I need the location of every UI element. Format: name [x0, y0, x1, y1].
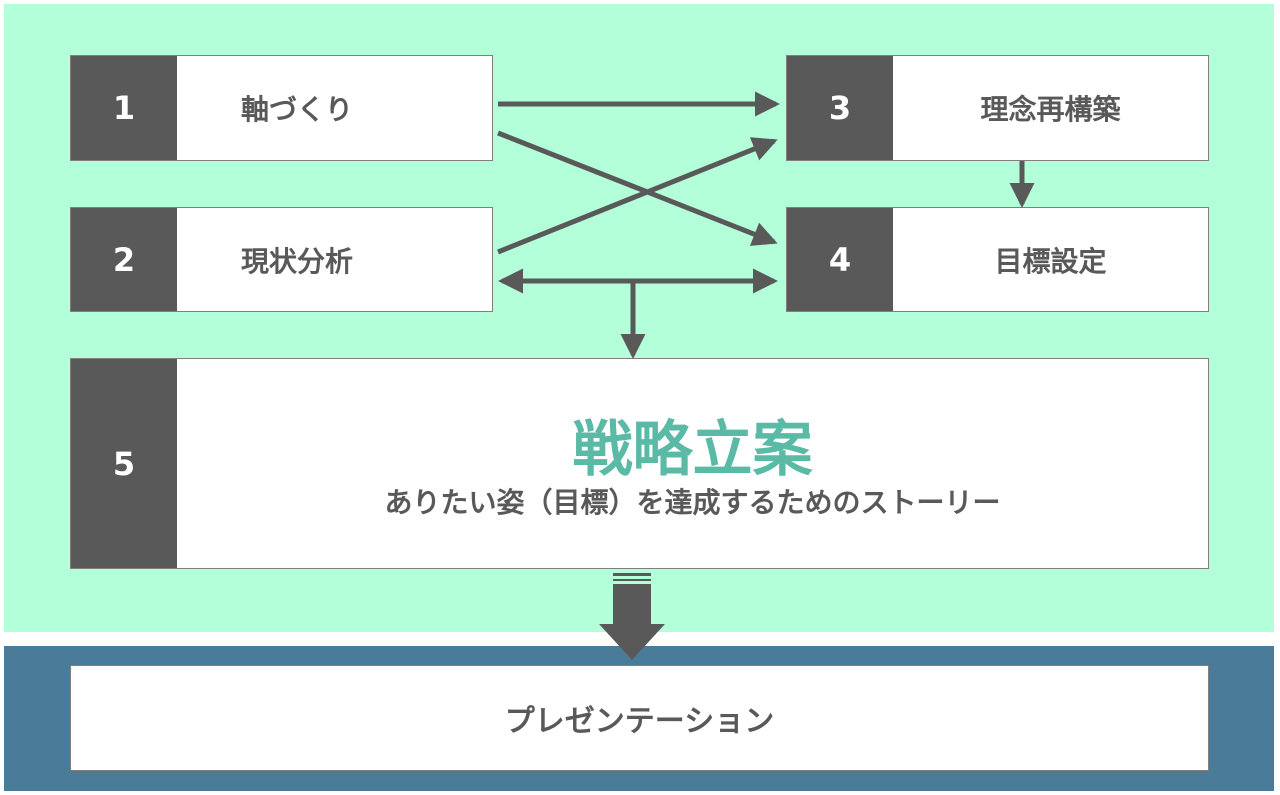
arrow-2-to-3 — [497, 137, 778, 255]
presentation-box: プレゼンテーション — [70, 665, 1209, 771]
step-3-box: 3 理念再構築 — [786, 55, 1209, 161]
step-1-number: 1 — [71, 56, 177, 160]
arrow-1-to-4 — [497, 130, 778, 246]
step-3-number: 3 — [787, 56, 893, 160]
step-2-number: 2 — [71, 208, 177, 311]
step-5-box: 5 戦略立案 ありたい姿（目標）を達成するためのストーリー — [70, 358, 1209, 569]
step-1-box: 1 軸づくり — [70, 55, 493, 161]
step-4-number: 4 — [787, 208, 893, 311]
step-4-label: 目標設定 — [994, 244, 1107, 278]
step-5-subtitle: ありたい姿（目標）を達成するためのストーリー — [384, 486, 1001, 519]
step-2-box: 2 現状分析 — [70, 207, 493, 312]
step-5-title: 戦略立案 — [572, 415, 813, 485]
step-3-label: 理念再構築 — [980, 93, 1121, 126]
step-1-label: 軸づくり — [241, 93, 354, 126]
step-4-box: 4 目標設定 — [786, 207, 1209, 312]
step-5-number: 5 — [71, 359, 177, 568]
step-2-label: 現状分析 — [241, 244, 354, 278]
big-down-arrow — [599, 573, 665, 660]
